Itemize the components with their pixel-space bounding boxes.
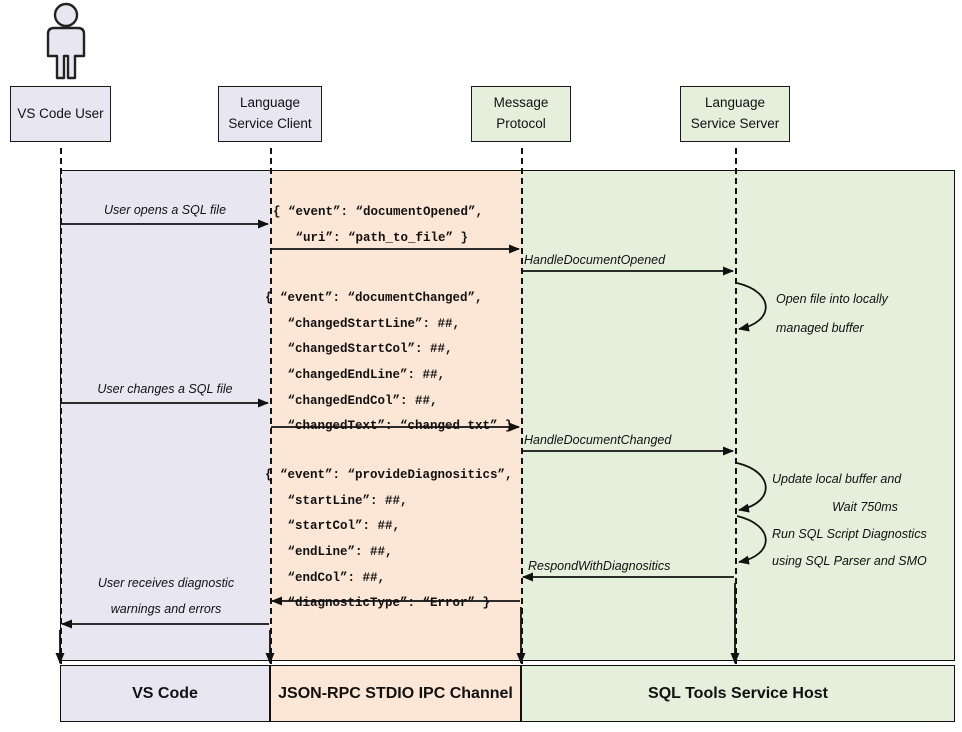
- lifeline-message-protocol: [521, 148, 523, 664]
- bottom-box-label: VS Code: [132, 684, 198, 702]
- actor-box-message-protocol[interactable]: Message Protocol: [471, 86, 571, 142]
- user-person-icon: [46, 2, 86, 80]
- actor-label-line2: Service Client: [228, 116, 312, 131]
- self-note-update-buffer-line1: Update local buffer and: [772, 472, 902, 486]
- lifeline-language-service-client: [270, 148, 272, 664]
- bottom-box-vs-code[interactable]: VS Code: [60, 665, 270, 722]
- band-ipc-region: [270, 170, 521, 661]
- bottom-box-ipc-channel[interactable]: JSON-RPC STDIO IPC Channel: [270, 665, 521, 722]
- message-label-handle-document-changed: HandleDocumentChanged: [524, 433, 672, 447]
- actor-label-line1: Language: [239, 95, 301, 111]
- actor-box-language-service-server[interactable]: Language Service Server: [680, 86, 790, 142]
- self-note-run-diagnostics-line1: Run SQL Script Diagnostics: [772, 527, 927, 541]
- payload-document-changed: { “event”: “documentChanged”, “changedSt…: [265, 291, 513, 434]
- self-note-run-diagnostics-line2: using SQL Parser and SMO: [772, 554, 927, 568]
- bottom-box-sql-tools-service-host[interactable]: SQL Tools Service Host: [521, 665, 955, 722]
- message-label-handle-document-opened: HandleDocumentOpened: [524, 253, 666, 267]
- message-label-respond-with-diagnositics: RespondWithDiagnositics: [528, 559, 671, 573]
- actor-label-line1: VS Code User: [17, 105, 104, 121]
- actor-label-line1: Language: [704, 95, 766, 111]
- band-host-region: [521, 170, 955, 661]
- actor-box-language-service-client[interactable]: Language Service Client: [218, 86, 322, 142]
- message-label-user-receives-diagnostics-line2: warnings and errors: [110, 602, 222, 616]
- message-label-user-opens-file: User opens a SQL file: [103, 203, 227, 217]
- payload-document-opened: { “event”: “documentOpened”, “uri”: “pat…: [273, 205, 484, 245]
- bottom-box-label: JSON-RPC STDIO IPC Channel: [278, 684, 513, 702]
- lifeline-language-service-server: [735, 148, 737, 664]
- self-note-update-buffer-line2: Wait 750ms: [832, 500, 898, 514]
- message-label-user-receives-diagnostics-line1: User receives diagnostic: [97, 576, 235, 590]
- message-label-user-changes-file: User changes a SQL file: [97, 382, 233, 396]
- self-note-open-file-line1: Open file into locally: [776, 292, 888, 306]
- payload-provide-diagnositics: { “event”: “provideDiagnositics”, “start…: [265, 468, 513, 611]
- self-note-open-file-line2: managed buffer: [776, 321, 864, 335]
- actor-label-line1: Message: [493, 95, 549, 111]
- bottom-box-label: SQL Tools Service Host: [648, 684, 828, 702]
- actor-box-vs-code-user[interactable]: VS Code User: [10, 86, 111, 142]
- band-vs-code-region: [60, 170, 270, 661]
- actor-label-line2: Service Server: [690, 116, 780, 131]
- actor-label-line2: Protocol: [496, 116, 546, 131]
- lifeline-vs-code-user: [60, 148, 62, 664]
